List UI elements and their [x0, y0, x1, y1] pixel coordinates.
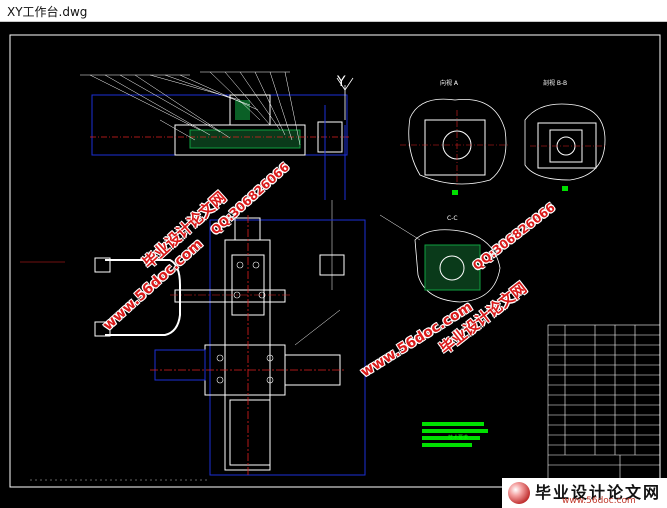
tech-requirements-title: 技术要求: [448, 435, 469, 441]
main-plan-view: [94, 215, 366, 476]
section-cc: [379, 214, 501, 303]
axis-label-y: Y: [337, 74, 346, 90]
window-title-bar: XY工作台.dwg: [0, 0, 667, 22]
drawing-canvas[interactable]: Y 向视 A 剖视 B-B C-C 技术要求 毕业设计论文网 QQ:306826…: [0, 22, 667, 508]
tech-requirements: [422, 422, 488, 447]
top-assembly-view: [80, 71, 354, 290]
logo-orb-icon: [508, 482, 530, 504]
cad-drawing: [9, 34, 661, 488]
window-title: XY工作台.dwg: [7, 5, 88, 19]
footer-url: www.56doc.com: [562, 496, 636, 506]
sheet-border: [9, 34, 661, 488]
view-bb-label: 剖视 B-B: [543, 80, 568, 87]
view-a: [400, 98, 510, 195]
footer-logo: 毕业设计论文网 www.56doc.com: [502, 478, 667, 508]
section-cc-label: C-C: [447, 215, 458, 222]
section-bb: [524, 103, 606, 191]
title-block: [547, 324, 661, 481]
footer-brand: 毕业设计论文网: [535, 483, 662, 502]
view-a-label: 向视 A: [440, 80, 459, 87]
